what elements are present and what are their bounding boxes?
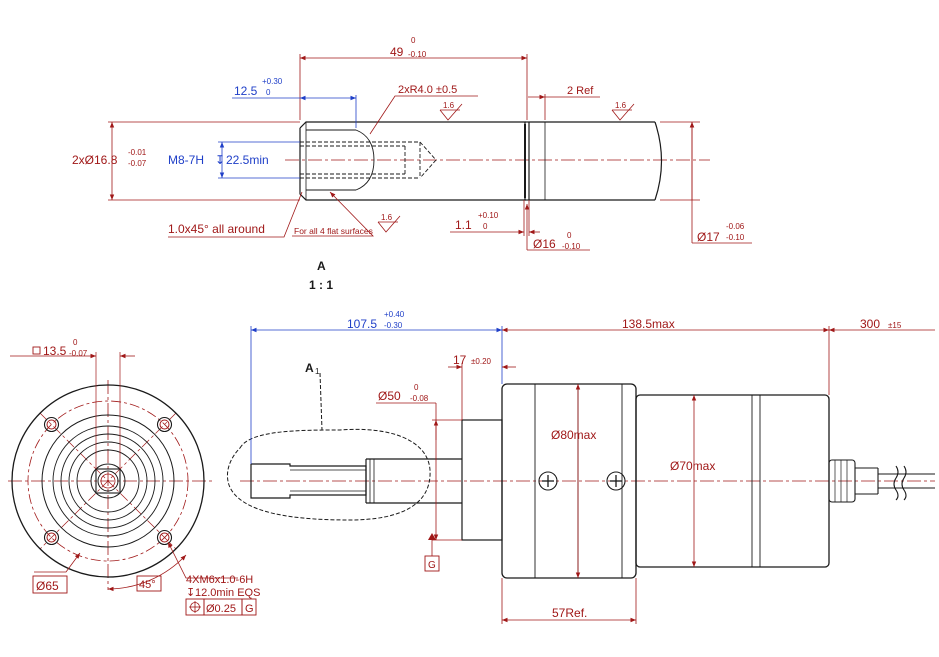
dim-cable-length: 300 ±15 — [829, 317, 935, 333]
svg-text:+0.10: +0.10 — [478, 211, 499, 220]
surface-finish-2: 1.6 — [611, 101, 635, 121]
svg-text:45°: 45° — [139, 579, 156, 591]
svg-text:Ø50: Ø50 — [378, 389, 401, 403]
side-view: A 1 107.5 +0.40 -0.30 138.5max 300 ±15 — [226, 310, 935, 624]
dim-body-length: 138.5max — [502, 317, 830, 395]
dim-pilot-length: 17 ±0.20 — [448, 353, 516, 420]
svg-text:For all 4 flat surfaces: For all 4 flat surfaces — [294, 226, 373, 236]
surface-finish-1: 1.6 — [439, 101, 463, 121]
side-screws — [538, 471, 626, 491]
side-pilot — [461, 419, 503, 541]
svg-text:↧: ↧ — [186, 587, 195, 599]
shaft-outline — [299, 121, 663, 201]
svg-text:107.5: 107.5 — [347, 317, 377, 331]
svg-text:-0.10: -0.10 — [408, 50, 427, 59]
svg-text:G: G — [245, 603, 254, 615]
dim-angle: 45° — [107, 554, 187, 592]
svg-text:13.5: 13.5 — [43, 344, 67, 358]
chamfer-note: 1.0x45° all around — [168, 191, 303, 238]
detail-view-label: A — [317, 259, 326, 273]
dim-gear-ref: 57Ref. — [501, 578, 637, 624]
svg-text:Ø16: Ø16 — [533, 237, 556, 251]
svg-text:0: 0 — [73, 338, 78, 347]
detail-scale-label: 1 : 1 — [309, 278, 333, 292]
dim-thread-offset-value: 12.5 — [234, 84, 258, 98]
dim-dia-groove: Ø16 0 -0.10 — [524, 204, 590, 251]
detail-callout-label: A — [305, 361, 314, 375]
svg-text:-0.08: -0.08 — [410, 394, 429, 403]
svg-text:±15: ±15 — [888, 321, 902, 330]
dim-flange-dia: Ø80max — [551, 384, 596, 578]
thread-hole-hidden — [300, 141, 437, 179]
dim-length-49: 49 0 -0.10 — [299, 36, 528, 120]
svg-text:Ø80max: Ø80max — [551, 428, 596, 442]
svg-text:17: 17 — [453, 353, 467, 367]
svg-text:2xR4.0 ±0.5: 2xR4.0 ±0.5 — [398, 84, 457, 96]
svg-text:12.0min EQS: 12.0min EQS — [195, 587, 260, 599]
svg-text:+0.40: +0.40 — [384, 310, 405, 319]
detail-view-a: 49 0 -0.10 12.5 +0.30 0 2xR4.0 ±0.5 1.6 — [72, 36, 752, 292]
dim-dia-shaft: Ø17 -0.06 -0.10 — [660, 121, 752, 244]
svg-text:G: G — [428, 560, 436, 571]
svg-text:1.6: 1.6 — [443, 101, 455, 110]
side-cable — [828, 459, 935, 503]
dim-pilot-dia: Ø50 0 -0.08 — [376, 383, 462, 541]
svg-text:Ø70max: Ø70max — [670, 459, 715, 473]
svg-text:1: 1 — [315, 367, 320, 376]
svg-text:-0.07: -0.07 — [128, 159, 147, 168]
dim-2-ref: 2 Ref — [528, 85, 600, 120]
svg-text:0: 0 — [414, 383, 419, 392]
dim-square: 13.5 0 -0.07 — [10, 338, 135, 469]
svg-text:±0.20: ±0.20 — [471, 357, 492, 366]
svg-text:300: 300 — [860, 317, 880, 331]
svg-text:M8-7H: M8-7H — [168, 153, 204, 167]
dim-dia-flats: 2xØ16.8 -0.01 -0.07 — [72, 121, 300, 201]
svg-text:-0.10: -0.10 — [726, 233, 745, 242]
svg-text:-0.10: -0.10 — [562, 242, 581, 251]
dim-shaft-length: 107.5 +0.40 -0.30 — [250, 310, 503, 464]
radius-note: 2xR4.0 ±0.5 — [369, 84, 478, 135]
detail-callout-cloud — [226, 428, 431, 521]
flat-note: For all 4 flat surfaces — [292, 191, 374, 237]
hole-note: 4XM6x1.0-6H ↧ 12.0min EQS Ø0.25 G — [167, 541, 260, 616]
svg-text:-0.06: -0.06 — [726, 222, 745, 231]
svg-text:↧: ↧ — [215, 153, 225, 167]
svg-text:2 Ref: 2 Ref — [567, 85, 594, 97]
dim-groove-width: 1.1 +0.10 0 — [450, 200, 540, 236]
dim-length-value: 49 — [390, 45, 404, 59]
svg-text:Ø0.25: Ø0.25 — [206, 603, 236, 615]
svg-text:1.6: 1.6 — [381, 213, 393, 222]
svg-text:-0.01: -0.01 — [128, 148, 147, 157]
svg-text:4XM6x1.0-6H: 4XM6x1.0-6H — [186, 574, 253, 586]
bolt-circle — [27, 400, 189, 562]
svg-text:+0.30: +0.30 — [262, 77, 283, 86]
svg-text:0: 0 — [567, 231, 572, 240]
bolt-holes — [43, 416, 173, 546]
svg-text:57Ref.: 57Ref. — [552, 606, 587, 620]
svg-text:-0.30: -0.30 — [384, 321, 403, 330]
dim-motor-dia: Ø70max — [670, 395, 715, 567]
svg-text:0: 0 — [483, 222, 488, 231]
svg-text:0: 0 — [266, 88, 271, 97]
dim-thread-offset: 12.5 +0.30 0 — [232, 77, 357, 128]
dim-thread: M8-7H ↧ 22.5min — [168, 141, 300, 179]
front-view: 13.5 0 -0.07 Ø65 45° 4XM6x1.0-6H ↧ 12.0m… — [8, 338, 260, 616]
svg-text:138.5max: 138.5max — [622, 317, 675, 331]
svg-text:1.1: 1.1 — [455, 218, 472, 232]
svg-text:-0.07: -0.07 — [69, 349, 88, 358]
dim-bolt-circle: Ø65 — [32, 552, 81, 594]
datum-g: G — [424, 533, 440, 572]
svg-text:0: 0 — [411, 36, 416, 45]
svg-text:1.0x45° all around: 1.0x45° all around — [168, 222, 265, 236]
surface-finish-3: 1.6 — [377, 213, 401, 233]
side-shaft — [250, 458, 462, 504]
shaft-square — [95, 468, 121, 494]
svg-text:Ø65: Ø65 — [36, 579, 59, 593]
svg-text:22.5min: 22.5min — [226, 153, 269, 167]
svg-text:1.6: 1.6 — [615, 101, 627, 110]
svg-text:Ø17: Ø17 — [697, 230, 720, 244]
svg-text:2xØ16.8: 2xØ16.8 — [72, 153, 118, 167]
